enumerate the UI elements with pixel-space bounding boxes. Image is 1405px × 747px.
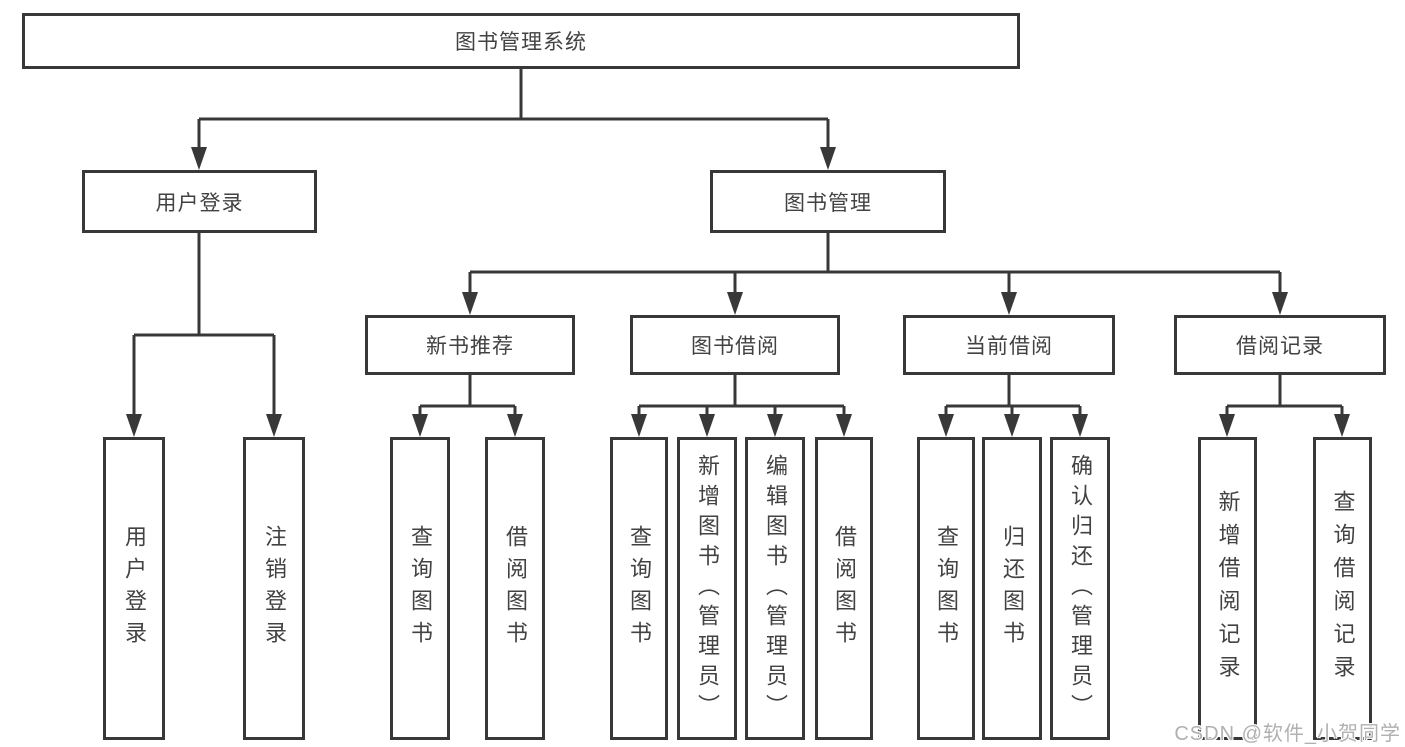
- leaf-add-borrow-record-label: 新增借阅记录: [1215, 489, 1241, 688]
- node-user-login: 用户登录: [82, 170, 317, 233]
- node-book-borrowing: 图书借阅: [630, 315, 840, 375]
- node-current-borrowing: 当前借阅: [903, 315, 1115, 375]
- node-new-book-recommend: 新书推荐: [365, 315, 575, 375]
- leaf-add-borrow-record: 新增借阅记录: [1198, 437, 1257, 740]
- leaf-query-books-borrowing-label: 查询图书: [627, 524, 652, 653]
- leaf-borrow-books-recommend: 借阅图书: [485, 437, 545, 740]
- node-root-label: 图书管理系统: [455, 31, 587, 54]
- connector-arrowheads: [126, 119, 1350, 437]
- leaf-confirm-return-admin-label: 确认归还（管理员）: [1068, 453, 1093, 724]
- leaf-query-books-recommend-label: 查询图书: [408, 524, 433, 653]
- leaf-query-books-recommend: 查询图书: [390, 437, 450, 740]
- leaf-confirm-return-admin: 确认归还（管理员）: [1050, 437, 1110, 740]
- node-book-management: 图书管理: [710, 170, 946, 233]
- node-book-management-label: 图书管理: [784, 191, 872, 215]
- node-root: 图书管理系统: [22, 13, 1020, 69]
- leaf-return-books: 归还图书: [982, 437, 1042, 740]
- leaf-add-books-admin: 新增图书（管理员）: [677, 437, 737, 740]
- leaf-query-borrow-record: 查询借阅记录: [1313, 437, 1372, 740]
- leaf-edit-books-admin-label: 编辑图书（管理员）: [763, 453, 788, 724]
- leaf-return-books-label: 归还图书: [1000, 524, 1025, 653]
- node-book-borrowing-label: 图书借阅: [691, 335, 779, 358]
- node-borrowing-records: 借阅记录: [1174, 315, 1386, 375]
- leaf-query-books-current: 查询图书: [917, 437, 975, 740]
- leaf-user-login: 用户登录: [103, 437, 165, 740]
- node-current-borrowing-label: 当前借阅: [965, 335, 1053, 358]
- node-new-book-recommend-label: 新书推荐: [426, 335, 514, 358]
- leaf-query-borrow-record-label: 查询借阅记录: [1330, 489, 1356, 688]
- node-borrowing-records-label: 借阅记录: [1236, 335, 1324, 358]
- leaf-edit-books-admin: 编辑图书（管理员）: [745, 437, 805, 740]
- leaf-add-books-admin-label: 新增图书（管理员）: [695, 453, 720, 724]
- connector-trunks: [134, 68, 1342, 408]
- leaf-logout-label: 注销登录: [262, 524, 287, 653]
- leaf-borrow-books-borrowing: 借阅图书: [815, 437, 873, 740]
- leaf-query-books-borrowing: 查询图书: [610, 437, 668, 740]
- node-user-login-label: 用户登录: [155, 191, 244, 215]
- leaf-query-books-current-label: 查询图书: [934, 524, 959, 653]
- leaf-borrow-books-borrowing-label: 借阅图书: [832, 524, 857, 653]
- leaf-user-login-label: 用户登录: [122, 524, 147, 653]
- leaf-logout: 注销登录: [243, 437, 305, 740]
- watermark-text: CSDN @软件_小贺同学: [1174, 723, 1401, 745]
- leaf-borrow-books-recommend-label: 借阅图书: [503, 524, 528, 653]
